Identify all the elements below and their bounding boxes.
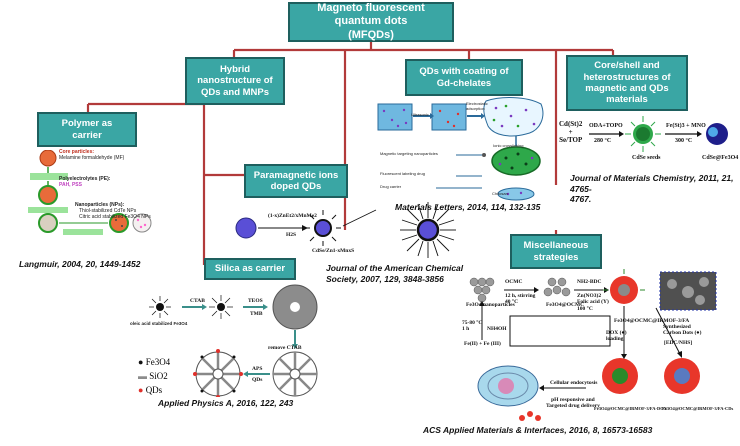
misc-endo: Cellular endocytosis bbox=[550, 380, 598, 386]
silica-scheme bbox=[149, 284, 318, 397]
legend-fe3o4: ● Fe3O4 bbox=[138, 357, 171, 367]
misc-cd-product: Fe3O4@OCMC@IRMOF-3/FA-CDs bbox=[662, 406, 734, 411]
misc-ph: pH responsive and Targeted drug delivery bbox=[546, 397, 600, 410]
misc-citation: ACS Applied Materials & Interfaces, 2016… bbox=[423, 425, 653, 435]
silica-teos: TEOS bbox=[248, 298, 263, 304]
coreshell-title: Core/shell and heterostructures of magne… bbox=[583, 60, 671, 106]
coreshell-temp2: 300 °C bbox=[675, 138, 693, 144]
root-title-box: Magneto fluorescent quantum dots (MFQDs) bbox=[288, 2, 454, 42]
paramagnetic-scheme bbox=[235, 209, 377, 246]
paramagnetic-ligand-particle bbox=[400, 202, 456, 258]
polymer-box: Polymer as carrier bbox=[37, 112, 137, 147]
misc-temp: 75-80 °C 1 h bbox=[462, 320, 483, 333]
silica-aps: APS bbox=[252, 366, 263, 372]
silica-tmb: TMB bbox=[250, 311, 263, 317]
paramagnetic-h2s: H2S bbox=[286, 232, 297, 238]
misc-dox: DOX (●) loading bbox=[606, 330, 627, 343]
coreshell-product: CdSe@Fe3O4 bbox=[702, 155, 739, 161]
gd-fluorescent: Fluorescent labeling drug bbox=[380, 171, 425, 176]
coreshell-reactant: Cd(St)2 + Se/TOP bbox=[559, 120, 583, 145]
misc-fe3o4: Fe3O4 nanoparticles bbox=[466, 302, 515, 308]
misc-ocmc: OCMC bbox=[505, 279, 523, 285]
polymer-np-1: Thiol-stabilized CdTe NPs bbox=[79, 208, 137, 214]
gd-chitosan: Chitosan bbox=[492, 191, 508, 196]
gd-title: QDs with coating of Gd-chelates bbox=[419, 66, 509, 89]
coreshell-cond1: ODA+TOPO bbox=[589, 123, 623, 129]
gd-drug-carrier: Drug carrier bbox=[380, 184, 402, 189]
gd-citation: Materials Letters, 2014, 114, 132-135 bbox=[395, 202, 541, 212]
misc-edc: [EDC/NHS] bbox=[664, 340, 693, 346]
coreshell-reagent2: Fe(St)3 + MNO bbox=[666, 123, 706, 129]
hybrid-title: Hybrid nanostructure of QDs and MNPs bbox=[197, 63, 273, 98]
legend-qds: ● QDs bbox=[138, 385, 163, 395]
silica-citation: Applied Physics A, 2016, 122, 243 bbox=[158, 398, 294, 408]
misc-fe-ions: Fe(II) + Fe (III) bbox=[464, 341, 501, 347]
polymer-np-label: Nanoparticles (NPs): bbox=[75, 202, 125, 208]
misc-nh2bdc: NH2-BDC bbox=[577, 279, 602, 285]
silica-mesoporous-sphere-1 bbox=[272, 351, 318, 397]
paramagnetic-box: Paramagnetic ions doped QDs bbox=[244, 164, 348, 198]
silica-legend: ● Fe3O4 ▬ SiO2 ● QDs bbox=[138, 355, 170, 397]
polymer-np-2: Citric acid stabilized Fe3O4 NPs bbox=[79, 214, 151, 220]
hybrid-box: Hybrid nanostructure of QDs and MNPs bbox=[185, 57, 285, 105]
silica-qds: QDs bbox=[252, 377, 263, 383]
misc-cond-ocmc: 12 h, stirring 40 °C bbox=[505, 293, 536, 306]
misc-zn-folic: Zn(NO3)2 Folic acid (Y) 100 °C bbox=[577, 293, 609, 312]
misc-mof: Fe3O4@OCMC@IRMOF-3/FA bbox=[614, 318, 690, 324]
polymer-core-label: Core particles: bbox=[59, 149, 95, 155]
gd-scheme bbox=[377, 97, 544, 201]
misc-box: Miscellaneous strategies bbox=[510, 234, 602, 269]
misc-scheme bbox=[469, 269, 717, 421]
misc-dox-product: Fe3O4@OCMC@IRMOF-3/FA-DOX bbox=[594, 406, 668, 411]
gd-electrostatic: Electrostatic adsorption bbox=[466, 101, 488, 111]
polymer-scheme bbox=[28, 150, 152, 235]
silica-title: Silica as carrier bbox=[214, 263, 286, 275]
polymer-pe-label: Polyelectrolytes (PE): bbox=[59, 176, 111, 182]
polymer-citation: Langmuir, 2004, 20, 1449-1452 bbox=[19, 259, 141, 269]
silica-box: Silica as carrier bbox=[204, 258, 296, 280]
paramagnetic-product: CdSe/Zn1-xMnxS bbox=[312, 248, 355, 254]
silica-mesoporous-sphere-2 bbox=[193, 349, 243, 397]
legend-sio2: ▬ SiO2 bbox=[138, 371, 168, 381]
misc-fe-ocmc: Fe3O4@OCMC bbox=[546, 302, 585, 308]
coreshell-box: Core/shell and heterostructures of magne… bbox=[566, 55, 688, 111]
paramagnetic-reagent: (1-x)ZnEt2/xMnMe2 bbox=[268, 213, 317, 219]
misc-nh4oh: NH4OH bbox=[487, 326, 507, 332]
misc-cdots: Synthesized Carbon Dots (●) bbox=[663, 324, 702, 337]
gd-ionic: Ionic crosslinking bbox=[493, 143, 524, 148]
polymer-pe-list: PAH, PSS bbox=[59, 182, 82, 188]
polymer-core-desc: Melamine formaldehyde (MF) bbox=[59, 155, 125, 161]
root-title: Magneto fluorescent quantum dots (MFQDs) bbox=[317, 2, 425, 41]
paramagnetic-title: Paramagnetic ions doped QDs bbox=[253, 169, 339, 192]
silica-ctab: CTAB bbox=[190, 298, 205, 304]
coreshell-scheme bbox=[589, 116, 728, 152]
silica-remove: remove CTAB bbox=[268, 345, 302, 351]
gd-box: QDs with coating of Gd-chelates bbox=[405, 59, 523, 96]
misc-title: Miscellaneous strategies bbox=[523, 240, 589, 263]
polymer-title: Polymer as carrier bbox=[61, 118, 113, 141]
gd-ultrasonic: Ultrasonic bbox=[411, 112, 429, 117]
gd-magnetic: Magnetic targeting nanoparticles bbox=[380, 151, 438, 156]
coreshell-seeds: CdSe seeds bbox=[632, 155, 661, 161]
coreshell-citation: Journal of Materials Chemistry, 2011, 21… bbox=[570, 173, 734, 205]
silica-start-label: oleic acid stabilized Fe3O4 bbox=[130, 321, 188, 326]
paramagnetic-citation: Journal of the American Chemical Society… bbox=[326, 263, 464, 284]
coreshell-temp1: 280 °C bbox=[594, 138, 612, 144]
